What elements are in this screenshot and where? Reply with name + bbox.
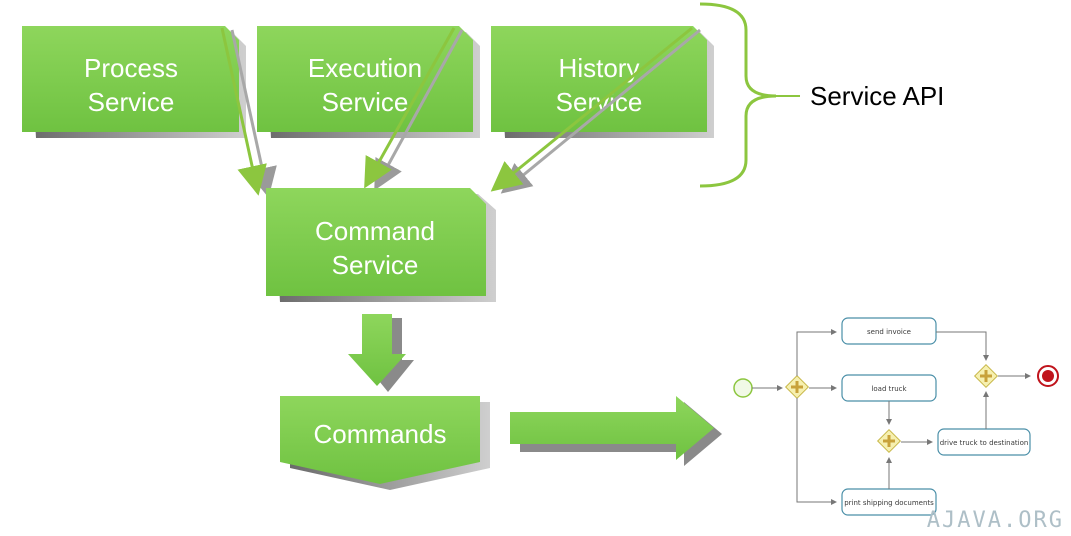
fork-gateway-icon	[784, 374, 810, 400]
task-send-invoice	[841, 317, 937, 345]
task-send-invoice-label: send invoice	[867, 328, 911, 336]
history-service-shape	[491, 26, 707, 132]
execution-service-line1: Execution	[308, 53, 422, 83]
history-service-box: History Service	[491, 26, 714, 138]
task-drive-truck-label: drive truck to destination	[940, 439, 1029, 447]
execution-service-shape	[257, 26, 473, 132]
process-service-box: Process Service	[22, 26, 246, 138]
command-service-line2: Service	[332, 250, 419, 280]
right-arrow-shape	[510, 396, 714, 460]
task-print-documents-label: print shipping documents	[844, 499, 934, 507]
command-service-line1: Command	[315, 216, 435, 246]
execution-service-box: Execution Service	[257, 26, 480, 138]
task-load-truck-label: load truck	[871, 385, 907, 393]
fork-gateway-plus	[791, 381, 803, 393]
execution-arrow-shadow	[374, 29, 464, 191]
down-arrow-shape	[348, 314, 406, 386]
history-arrow	[490, 26, 693, 192]
commands-box: Commands	[280, 396, 490, 490]
process-service-line2: Service	[88, 87, 175, 117]
down-arrow	[348, 314, 414, 392]
process-arrow	[220, 27, 267, 196]
bpmn-process: send invoice load truck print shipping d…	[733, 317, 1059, 516]
start-event-icon	[733, 378, 753, 398]
task-drive-truck	[937, 428, 1031, 456]
commands-shape	[280, 396, 480, 484]
execution-arrow	[364, 27, 456, 189]
flow-to-send-invoice	[796, 329, 837, 376]
command-service-shape	[266, 188, 486, 296]
watermark-logo: AJAVA.ORG	[927, 508, 1064, 533]
commands-label: Commands	[314, 419, 447, 449]
execution-service-line2: Service	[322, 87, 409, 117]
flow-to-print-docs	[796, 398, 837, 505]
right-arrow	[510, 396, 722, 466]
service-api-label: Service API	[810, 81, 944, 111]
history-arrow-shadow	[500, 28, 701, 194]
history-service-line1: History	[559, 53, 640, 83]
final-gateway-plus	[980, 370, 992, 382]
join-gateway-icon	[876, 428, 902, 454]
join-gateway-plus	[883, 435, 895, 447]
process-arrow-shadow	[230, 29, 277, 198]
flow-invoice-to-final	[936, 331, 989, 361]
end-event-core	[1042, 370, 1054, 382]
command-service-box: Command Service	[266, 188, 496, 302]
final-gateway-icon	[973, 363, 999, 389]
service-to-command-arrows	[220, 26, 701, 198]
process-service-shape	[22, 26, 239, 132]
process-service-line1: Process	[84, 53, 178, 83]
